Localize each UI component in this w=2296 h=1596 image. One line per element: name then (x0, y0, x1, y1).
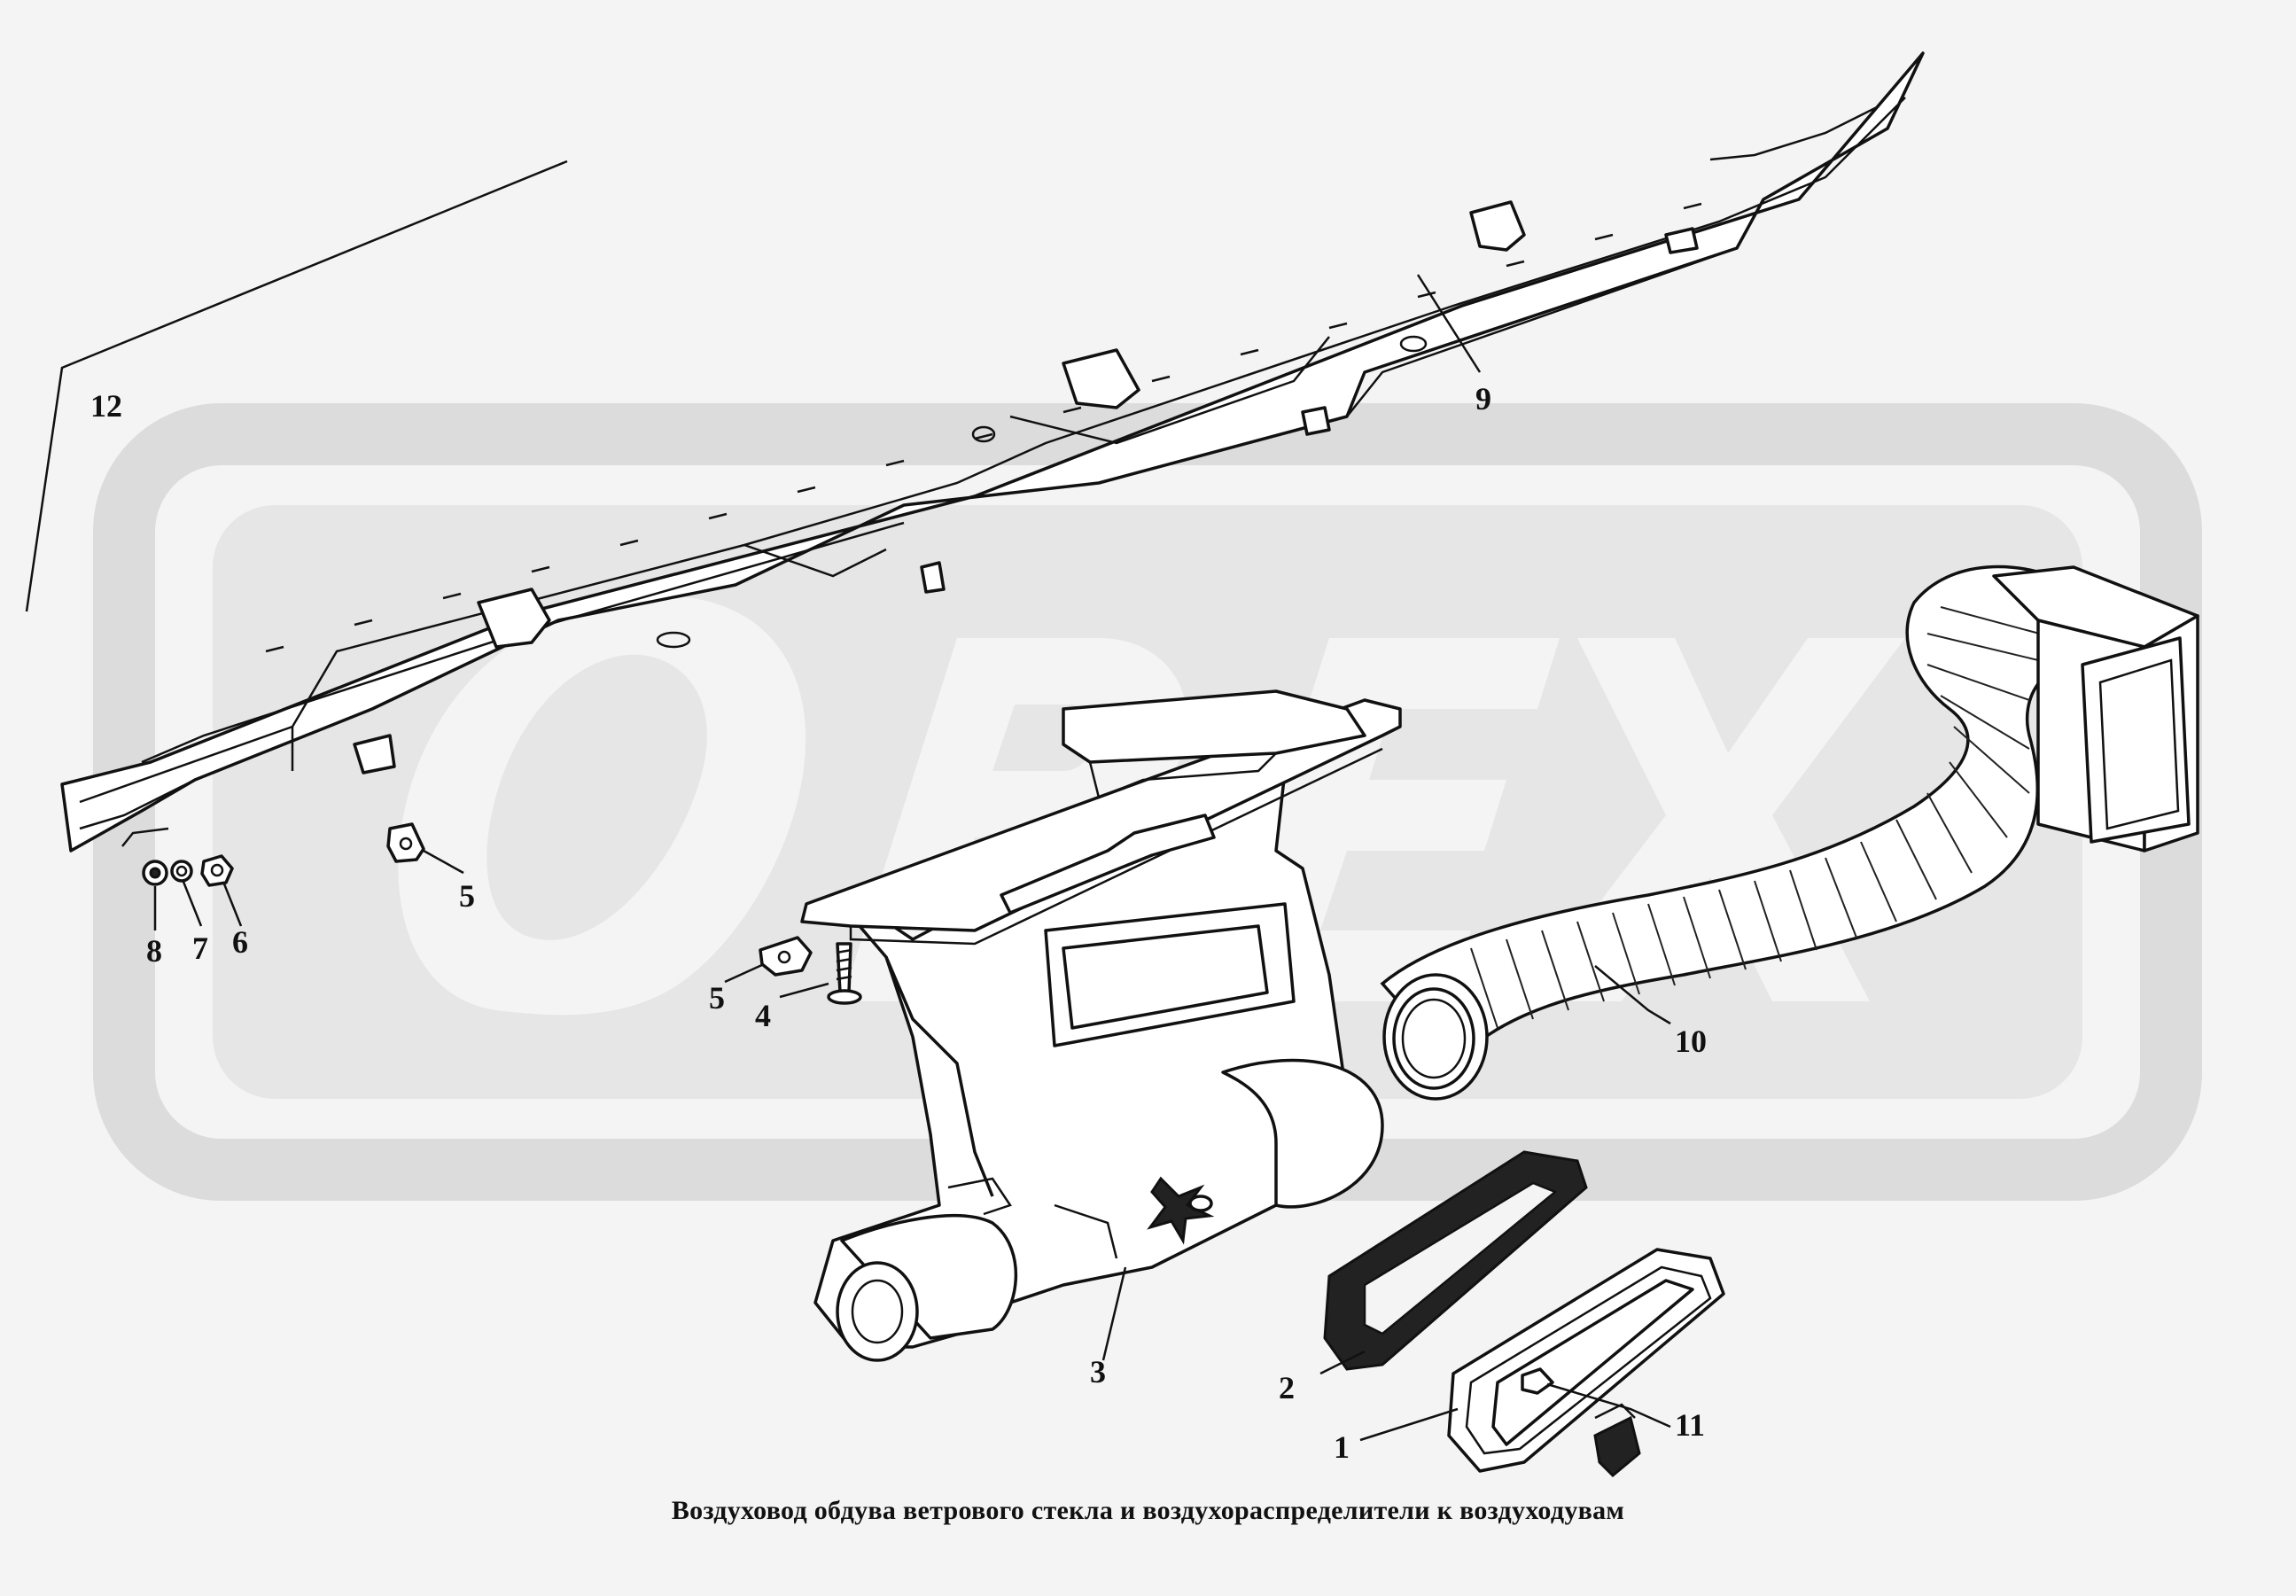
part-2-gasket (1323, 1150, 1588, 1371)
mounting-stud (1147, 1176, 1215, 1245)
callout-9: 9 (1475, 381, 1491, 417)
part-9-windshield-duct (60, 51, 1925, 852)
callout-5-lower: 5 (709, 980, 725, 1016)
callout-11: 11 (1675, 1407, 1706, 1443)
callout-6: 6 (232, 924, 248, 960)
part-7-washer (170, 860, 193, 883)
callout-8: 8 (146, 933, 162, 969)
callout-12: 12 (90, 388, 122, 424)
part-8-washer (142, 860, 168, 886)
duct-vent-slots (265, 202, 1702, 653)
callout-10: 10 (1675, 1024, 1707, 1059)
part-5-clip-upper (386, 822, 425, 863)
part-6-nut (200, 854, 234, 887)
part-12-reference-line (25, 160, 568, 612)
part-3-air-distributor (800, 689, 1402, 1362)
callout-4: 4 (755, 998, 771, 1033)
part-4-screw (827, 942, 862, 1005)
leader-lines (121, 274, 1671, 1442)
callout-5-upper: 5 (459, 878, 475, 914)
callout-2: 2 (1279, 1370, 1295, 1405)
hose-ribs (1470, 606, 2057, 1029)
callout-1: 1 (1334, 1429, 1350, 1465)
duct-mounting-brackets (353, 200, 1699, 775)
callout-3: 3 (1090, 1354, 1106, 1390)
part-11-damper (1521, 1367, 1554, 1395)
figure-caption: Воздуховод обдува ветрового стекла и воз… (671, 1496, 1625, 1525)
part-1-nozzle (1447, 1248, 1725, 1478)
part-10-corrugated-hose (1380, 564, 2199, 1101)
callout-7: 7 (192, 930, 208, 966)
